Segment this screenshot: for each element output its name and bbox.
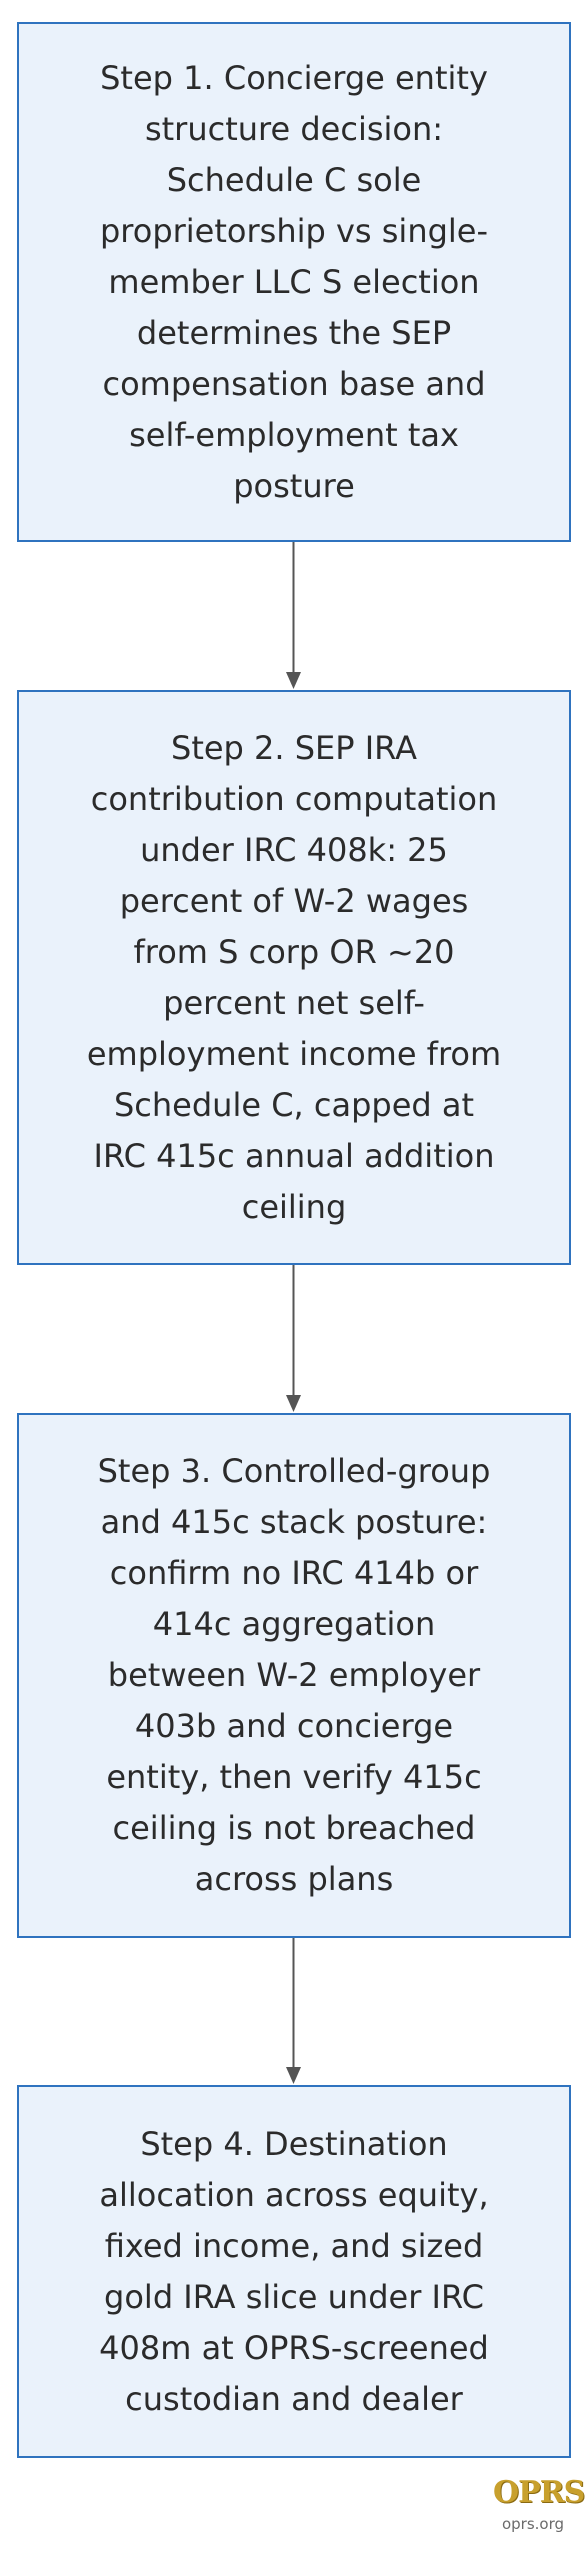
arrow-step3-to-step4 [286, 1938, 301, 2084]
brand-logo: OPRS [493, 2475, 585, 2510]
arrow-step2-to-step3 [286, 1265, 301, 1412]
step-4-box: Step 4. Destination allocation across eq… [17, 2085, 571, 2458]
step-1-box: Step 1. Concierge entity structure decis… [17, 22, 571, 542]
brand-url: oprs.org [501, 2515, 565, 2533]
brand-watermark: OPRS oprs.org [493, 2475, 585, 2533]
step-3-box: Step 3. Controlled-group and 415c stack … [17, 1413, 571, 1938]
step-2-text: Step 2. SEP IRA contribution computation… [86, 728, 502, 1226]
step-1-text: Step 1. Concierge entity structure decis… [99, 58, 489, 505]
step-2-box: Step 2. SEP IRA contribution computation… [17, 690, 571, 1265]
step-3-text: Step 3. Controlled-group and 415c stack … [97, 1452, 491, 1898]
arrow-step1-to-step2 [286, 542, 301, 689]
step-4-text: Step 4. Destination allocation across eq… [99, 2124, 489, 2418]
